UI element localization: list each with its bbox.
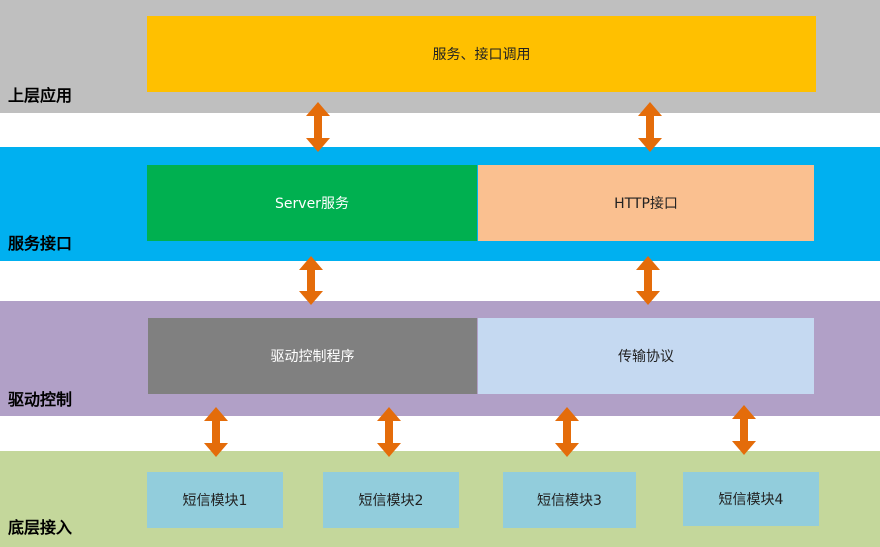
driver-program-box: 驱动控制程序 [148,318,477,394]
double-arrow-icon [555,407,579,457]
double-arrow-icon [306,102,330,152]
sms-module-3-box: 短信模块3 [503,472,636,528]
transport-protocol-box: 传输协议 [478,318,814,394]
layer-bottom-label: 底层接入 [8,518,73,537]
double-arrow-icon [638,102,662,152]
double-arrow-icon [204,407,228,457]
http-interface-box: HTTP接口 [478,165,814,241]
double-arrow-icon [732,405,756,455]
layer-service-label: 服务接口 [8,234,73,253]
sms-module-4-box: 短信模块4 [683,472,819,526]
server-service-box: Server服务 [147,165,477,241]
service-call-box: 服务、接口调用 [147,16,816,92]
double-arrow-icon [377,407,401,457]
sms-module-1-box: 短信模块1 [147,472,283,528]
layer-driver-label: 驱动控制 [8,390,73,409]
double-arrow-icon [636,256,660,305]
double-arrow-icon [299,256,323,305]
sms-module-2-box: 短信模块2 [323,472,459,528]
layer-top-label: 上层应用 [8,86,73,105]
